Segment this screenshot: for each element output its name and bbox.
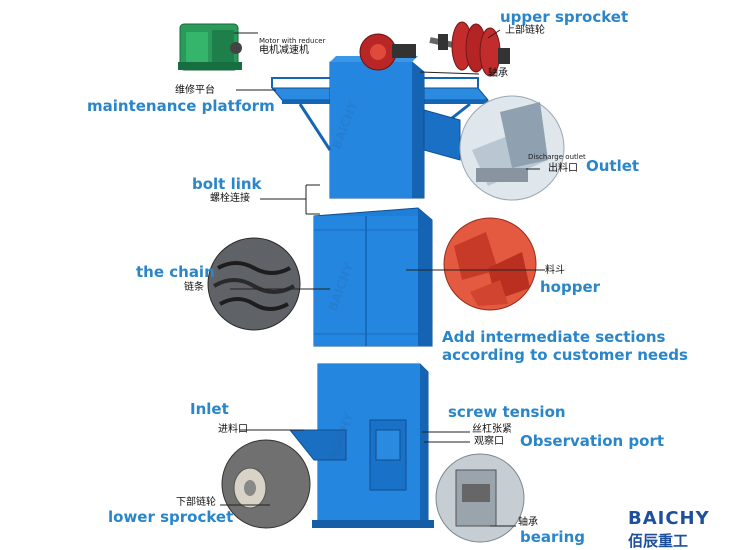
hopper-photo-circle: [443, 217, 537, 311]
motor-label-cn: 电机减速机: [259, 45, 309, 56]
hopper-label: hopper: [540, 278, 601, 296]
motor-label-en: Motor with reducer: [259, 37, 326, 45]
lower-sprocket-label: lower sprocket: [108, 508, 234, 526]
observation-port-label: Observation port: [520, 432, 665, 450]
head-sprocket: [359, 33, 416, 71]
intermediate-sections-label-1: Add intermediate sections: [442, 328, 666, 346]
upper-sprocket-label: upper sprocket: [500, 8, 629, 26]
hopper-label-cn: 料斗: [545, 265, 565, 276]
leader-lines: [220, 29, 545, 527]
inlet-label-cn: 进料口: [218, 424, 248, 435]
outlet-photo-circle: [459, 95, 565, 201]
lower-sprocket-photo-circle: [221, 439, 311, 529]
chain-label: the chain: [136, 263, 215, 281]
lower-sprocket-label-cn: 下部链轮: [176, 497, 216, 508]
bearing-photo-circle: [435, 453, 525, 543]
bearing-top-label-cn: 轴承: [488, 68, 508, 79]
outlet-label-cn: 出料口: [548, 163, 578, 174]
maintenance-label-cn: 维修平台: [175, 85, 215, 96]
brand-name-en: BAICHY: [628, 508, 710, 529]
screw-tension-label-cn: 丝杠张紧: [472, 424, 512, 435]
observation-label-cn: 观察口: [474, 436, 504, 447]
middle-section: [313, 207, 433, 347]
screw-tension-label: screw tension: [448, 403, 566, 421]
bearing-label-cn: 轴承: [518, 517, 538, 528]
upper-sprocket-label-cn: 上部链轮: [505, 25, 545, 36]
motor-reducer-image: [178, 23, 242, 71]
upper-sprocket-image: [429, 21, 510, 77]
intermediate-sections-label-2: according to customer needs: [442, 346, 688, 364]
bearing-label: bearing: [520, 528, 585, 546]
brand-logo: BAICHY 佰辰重工: [628, 508, 710, 550]
maintenance-platform-label: maintenance platform: [87, 97, 275, 115]
bolt-link-label-cn: 螺栓连接: [210, 193, 250, 204]
chain-photo-circle: [207, 237, 301, 331]
brand-name-cn: 佰辰重工: [628, 532, 689, 550]
chain-label-cn: 链条: [184, 282, 204, 293]
inlet-label: Inlet: [190, 400, 229, 418]
bolt-link-label: bolt link: [192, 175, 262, 193]
outlet-label: Outlet: [586, 157, 640, 175]
discharge-outlet-label: Discharge outlet: [528, 153, 586, 161]
bottom-section: [288, 363, 434, 528]
head-section: [270, 56, 490, 199]
